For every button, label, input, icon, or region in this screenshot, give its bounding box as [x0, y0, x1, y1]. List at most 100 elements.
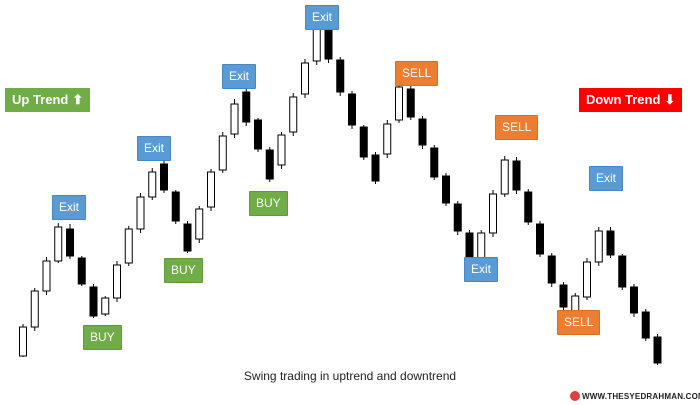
candle — [54, 223, 63, 263]
candle — [383, 120, 392, 158]
sell-label: SELL — [495, 115, 539, 140]
bullish-candle-body — [312, 28, 321, 62]
sell-label: SELL — [557, 310, 601, 335]
candle — [348, 91, 356, 129]
sell-label: SELL — [395, 61, 439, 86]
candle — [336, 57, 345, 96]
candle — [606, 227, 615, 258]
candle — [101, 296, 110, 316]
bearish-candle-body — [77, 257, 86, 285]
up-trend-label: Up Trend — [12, 92, 69, 107]
bullish-candle-body — [207, 171, 215, 208]
candle — [77, 256, 86, 286]
exit-label: Exit — [305, 5, 340, 30]
down-trend-label: Down Trend — [586, 92, 661, 107]
bearish-candle-body — [66, 228, 74, 257]
chart-caption: Swing trading in uptrend and downtrend — [243, 369, 457, 383]
bearish-candle-body — [183, 223, 192, 252]
bullish-candle-body — [101, 297, 110, 315]
candle — [641, 309, 650, 341]
candle — [301, 59, 309, 98]
bullish-candle-body — [583, 261, 591, 298]
bullish-candle-body — [19, 326, 27, 357]
bearish-candle-body — [430, 147, 439, 178]
bearish-candle-body — [242, 91, 251, 123]
candle — [124, 226, 133, 266]
bearish-candle-body — [359, 126, 368, 158]
bullish-candle-body — [195, 208, 204, 240]
candle — [265, 147, 274, 182]
candle — [618, 254, 627, 290]
candle — [406, 85, 415, 120]
bearish-candle-body — [371, 154, 380, 182]
candle — [230, 99, 239, 138]
bullish-candle-body — [42, 260, 51, 292]
buy-label: BUY — [164, 258, 203, 283]
bullish-candle-body — [148, 171, 157, 198]
candle — [442, 173, 450, 206]
candle — [453, 201, 462, 235]
bearish-candle-body — [547, 255, 556, 284]
candle — [242, 89, 251, 126]
candle — [395, 84, 403, 123]
bullish-candle-body — [594, 230, 603, 263]
bullish-candle-body — [30, 290, 39, 328]
bullish-candle-body — [383, 123, 392, 155]
bullish-candle-body — [54, 226, 63, 262]
bearish-candle-body — [406, 88, 415, 118]
candle — [500, 156, 509, 197]
bullish-candle-body — [136, 196, 145, 230]
candle — [583, 258, 591, 300]
exit-label: Exit — [222, 64, 257, 89]
candle — [113, 261, 121, 302]
bearish-candle-body — [453, 203, 462, 232]
down-trend-badge: Down Trend⬇ — [579, 88, 683, 112]
bearish-candle-body — [512, 160, 521, 191]
candle — [183, 221, 192, 253]
bearish-candle-body — [160, 163, 168, 191]
bullish-candle-body — [301, 62, 309, 95]
bearish-candle-body — [89, 286, 98, 317]
candle — [277, 132, 286, 169]
bearish-candle-body — [641, 311, 650, 339]
candle — [218, 132, 227, 173]
bullish-candle-body — [489, 193, 497, 234]
buy-label: BUY — [249, 191, 288, 216]
bullish-candle-body — [500, 159, 509, 195]
bearish-candle-body — [559, 284, 568, 308]
candle — [171, 190, 180, 224]
bearish-candle-body — [653, 336, 662, 364]
bearish-candle-body — [348, 93, 356, 126]
candle — [489, 190, 497, 237]
down-arrow-icon: ⬇ — [664, 92, 676, 107]
candle — [289, 93, 298, 136]
watermark-text: WWW.THESYEDRAHMAN.COM — [582, 392, 700, 401]
candle — [19, 324, 27, 357]
bearish-candle-body — [606, 230, 615, 256]
candle — [312, 25, 321, 65]
bullish-candle-body — [218, 135, 227, 171]
candle — [42, 257, 51, 295]
bearish-candle-body — [618, 255, 627, 288]
watermark-logo-icon — [570, 391, 580, 401]
up-trend-badge: Up Trend⬆ — [5, 88, 91, 112]
bearish-candle-body — [171, 191, 180, 222]
candle — [207, 169, 215, 211]
bullish-candle-body — [124, 228, 133, 264]
bearish-candle-body — [336, 59, 345, 93]
bearish-candle-body — [536, 223, 544, 255]
buy-label: BUY — [83, 325, 122, 350]
candle — [524, 189, 533, 225]
bearish-candle-body — [265, 149, 274, 180]
candle — [630, 284, 638, 317]
exit-label: Exit — [589, 166, 624, 191]
bearish-candle-body — [630, 286, 638, 314]
candle — [195, 206, 204, 243]
bullish-candle-body — [277, 134, 286, 166]
candle — [512, 157, 521, 194]
exit-label: Exit — [464, 257, 499, 282]
exit-label: Exit — [137, 136, 172, 161]
candle — [536, 221, 544, 257]
